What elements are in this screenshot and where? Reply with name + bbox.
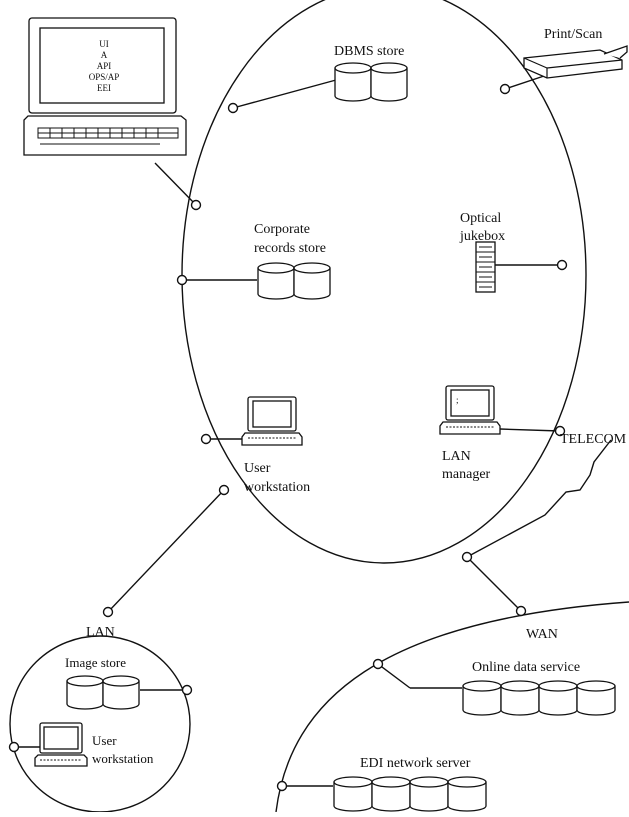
monitor-line-5: EEI bbox=[97, 83, 111, 93]
node bbox=[461, 551, 473, 563]
records-store-disks-icon bbox=[257, 262, 331, 300]
lan-manager-label-1: LAN bbox=[442, 449, 471, 464]
jukebox-label-2: jukebox bbox=[459, 229, 505, 244]
link-dbms bbox=[232, 79, 337, 109]
node bbox=[176, 274, 188, 286]
terminal-computer-icon: UI A API OPS/AP EEI bbox=[23, 17, 187, 156]
node bbox=[554, 425, 566, 437]
lan-manager-computer-icon: ; bbox=[439, 385, 501, 435]
print-scan-label: Print/Scan bbox=[544, 27, 602, 42]
lan-manager-label-2: manager bbox=[442, 467, 491, 482]
node bbox=[276, 780, 288, 792]
link-terminal bbox=[154, 162, 197, 206]
image-store-disks-icon bbox=[66, 675, 140, 710]
workstation-label-2: workstation bbox=[244, 480, 310, 495]
workstation-label-1: User bbox=[244, 461, 271, 476]
online-data-service-disks-icon bbox=[462, 680, 616, 716]
edi-server-disks-icon bbox=[333, 776, 487, 812]
link-online-a bbox=[377, 663, 411, 689]
node bbox=[190, 199, 202, 211]
monitor-line-1: UI bbox=[99, 39, 109, 49]
dbms-store-disks-icon bbox=[334, 62, 408, 102]
workstation-computer-icon bbox=[241, 396, 303, 446]
wan-label: WAN bbox=[526, 627, 558, 642]
wan-arc bbox=[275, 601, 629, 813]
node bbox=[556, 259, 568, 271]
node bbox=[200, 433, 212, 445]
optical-jukebox-icon bbox=[475, 241, 496, 293]
dbms-store-label: DBMS store bbox=[334, 44, 404, 59]
link-wan-a bbox=[466, 556, 522, 612]
link-printscan bbox=[504, 74, 548, 90]
monitor-line-3: API bbox=[97, 61, 112, 71]
jukebox-label-1: Optical bbox=[460, 211, 501, 226]
node bbox=[515, 605, 527, 617]
edi-server-label: EDI network server bbox=[360, 756, 471, 771]
print-scan-device-icon bbox=[523, 45, 628, 79]
records-store-label-1: Corporate bbox=[254, 222, 310, 237]
node bbox=[8, 741, 20, 753]
workstation-2-computer-icon bbox=[34, 722, 88, 767]
workstation-2-label-1: User bbox=[92, 733, 117, 748]
monitor-line-4: OPS/AP bbox=[89, 72, 120, 82]
node bbox=[218, 484, 230, 496]
node bbox=[227, 102, 239, 114]
telecom-label: TELECOM bbox=[560, 432, 627, 447]
svg-text:;: ; bbox=[456, 395, 459, 405]
monitor-line-2: A bbox=[101, 50, 108, 60]
telecom-line bbox=[466, 439, 612, 558]
link-ring-to-lan bbox=[107, 489, 225, 613]
online-data-service-label: Online data service bbox=[472, 660, 580, 675]
records-store-label-2: records store bbox=[254, 241, 326, 256]
link-lanmanager bbox=[499, 428, 561, 432]
node bbox=[102, 606, 114, 618]
lan-label: LAN bbox=[86, 625, 115, 640]
image-store-label: Image store bbox=[65, 655, 126, 670]
node bbox=[499, 83, 511, 95]
node bbox=[372, 658, 384, 670]
workstation-2-label-2: workstation bbox=[92, 751, 154, 766]
node bbox=[181, 684, 193, 696]
